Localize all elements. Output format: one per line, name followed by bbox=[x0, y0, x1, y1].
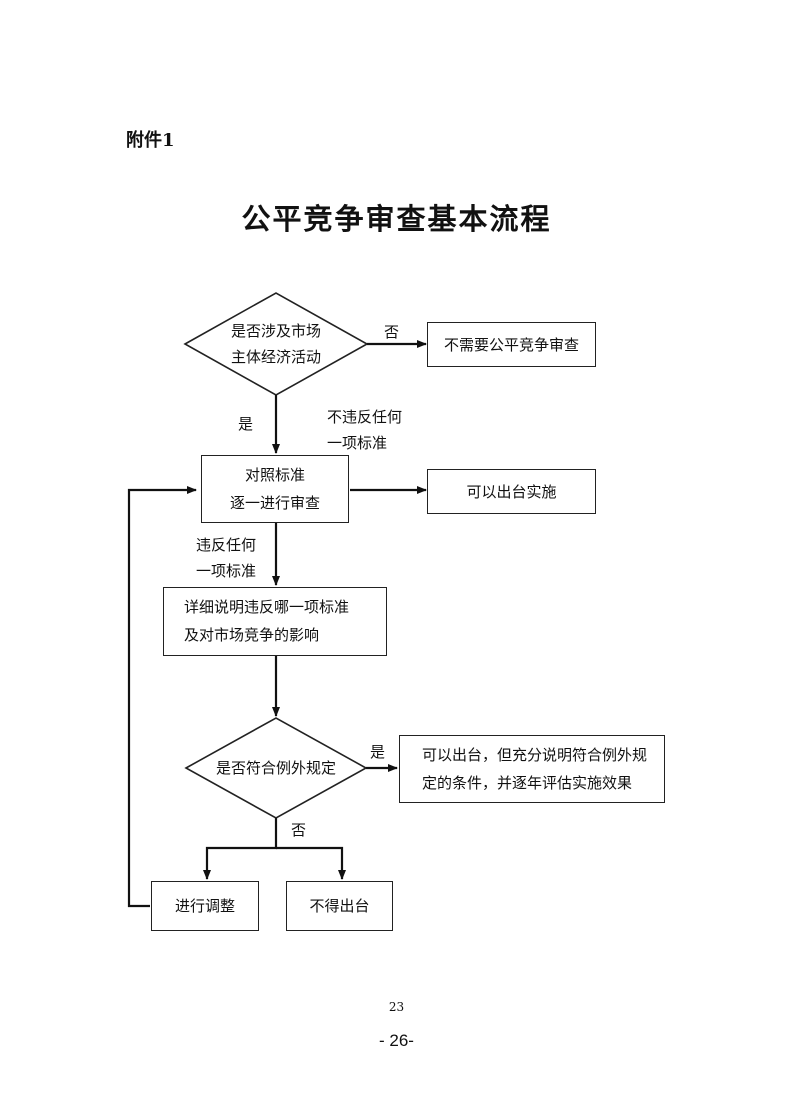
explain-line2: 及对市场竞争的影响 bbox=[184, 626, 320, 644]
not-violate-line2: 一项标准 bbox=[327, 434, 388, 452]
exception-line1: 可以出台，但充分说明符合例外规 bbox=[422, 746, 648, 764]
review-box: 对照标准 逐一进行审查 bbox=[201, 455, 349, 523]
explain-box: 详细说明违反哪一项标准 及对市场竞争的影响 bbox=[163, 587, 387, 656]
decision2-text: 是否符合例外规定 bbox=[215, 759, 336, 777]
label-yes-2: 是 bbox=[370, 743, 386, 761]
loop-adjust-to-review bbox=[127, 486, 197, 908]
no-issue-box: 不得出台 bbox=[286, 881, 393, 931]
decision1-line2: 主体经济活动 bbox=[230, 348, 321, 366]
decision1-text: 是否涉及市场 主体经济活动 bbox=[206, 318, 346, 370]
page-title: 公平竞争审查基本流程 bbox=[241, 202, 552, 236]
label-yes-1: 是 bbox=[238, 415, 254, 433]
branch-no-right bbox=[276, 846, 346, 880]
no-review-box: 不需要公平竞争审查 bbox=[427, 322, 596, 367]
page-number-small: 23 bbox=[388, 1000, 405, 1014]
label-violate: 违反任何 一项标准 bbox=[196, 532, 256, 584]
can-issue-text: 可以出台实施 bbox=[466, 482, 557, 501]
label-not-violate: 不违反任何 一项标准 bbox=[327, 404, 402, 456]
violate-line1: 违反任何 bbox=[196, 536, 257, 554]
review-line2: 逐一进行审查 bbox=[229, 494, 320, 512]
branch-no bbox=[203, 818, 278, 880]
violate-line2: 一项标准 bbox=[196, 562, 257, 580]
exception-line2: 定的条件，并逐年评估实施效果 bbox=[422, 774, 633, 792]
review-line1: 对照标准 bbox=[244, 466, 305, 484]
no-review-text: 不需要公平竞争审查 bbox=[443, 335, 579, 354]
decision1-line1: 是否涉及市场 bbox=[230, 322, 321, 340]
attachment-label: 附件1 bbox=[126, 130, 175, 151]
adjust-text: 进行调整 bbox=[174, 897, 235, 915]
page-number: - 26- bbox=[379, 1031, 414, 1050]
explain-line1: 详细说明违反哪一项标准 bbox=[184, 598, 350, 616]
label-no-1: 否 bbox=[384, 323, 400, 341]
exception-box: 可以出台，但充分说明符合例外规 定的条件，并逐年评估实施效果 bbox=[399, 735, 665, 803]
no-issue-text: 不得出台 bbox=[309, 897, 370, 915]
adjust-box: 进行调整 bbox=[151, 881, 259, 931]
can-issue-box: 可以出台实施 bbox=[427, 469, 596, 514]
label-no-2: 否 bbox=[291, 821, 307, 839]
not-violate-line1: 不违反任何 bbox=[327, 408, 403, 426]
